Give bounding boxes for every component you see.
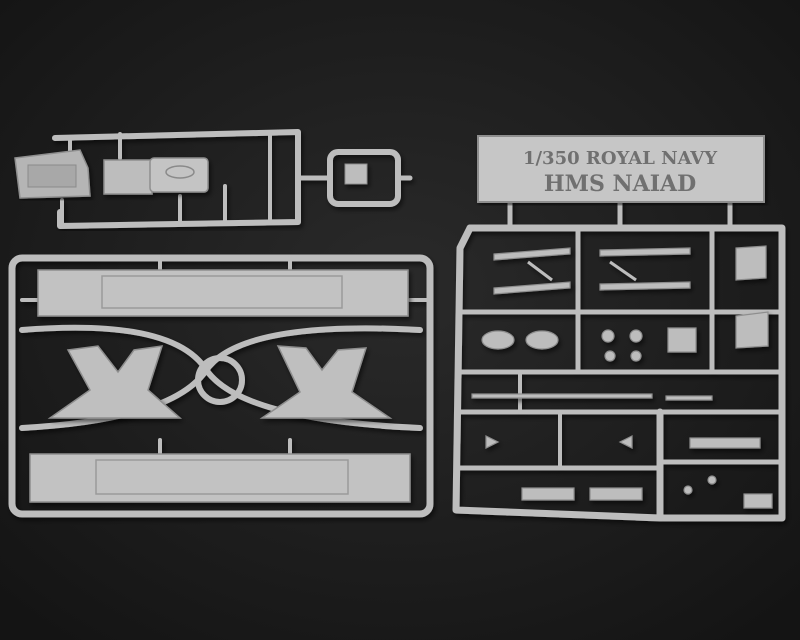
shaft-part-1 [493,247,571,261]
shaft-part-3 [599,247,691,257]
name-plate: 1/350 ROYAL NAVY HMS NAIAD [477,135,765,203]
small-sprue-top-left [52,129,413,229]
fitting-part-2 [735,311,769,349]
plate-ship-line: HMS NAIAD [544,171,696,197]
plate-scale-line: 1/350 ROYAL NAVY [523,148,718,169]
paravane-part-2 [525,330,559,350]
winch-part [667,327,697,353]
fitting-part-1 [735,245,767,281]
gun-barrel-part [689,437,761,449]
funnel-platform-part [149,157,209,193]
railing-part-2 [589,487,643,501]
small-sprue-parts [14,149,368,199]
right-sprue [452,197,786,522]
shaft-part-2 [493,281,571,295]
large-sprue-parts [29,269,411,503]
railing-part-1 [521,487,575,501]
hull-bracket-left [47,345,182,419]
paravane-part-1 [481,330,515,350]
hull-bracket-right [259,345,393,419]
shaft-part-4 [599,281,691,291]
deckhouse-part [103,159,153,195]
right-sprue-parts [471,245,773,509]
deck-plate-top [37,269,409,317]
deck-plate-bottom [29,453,411,503]
